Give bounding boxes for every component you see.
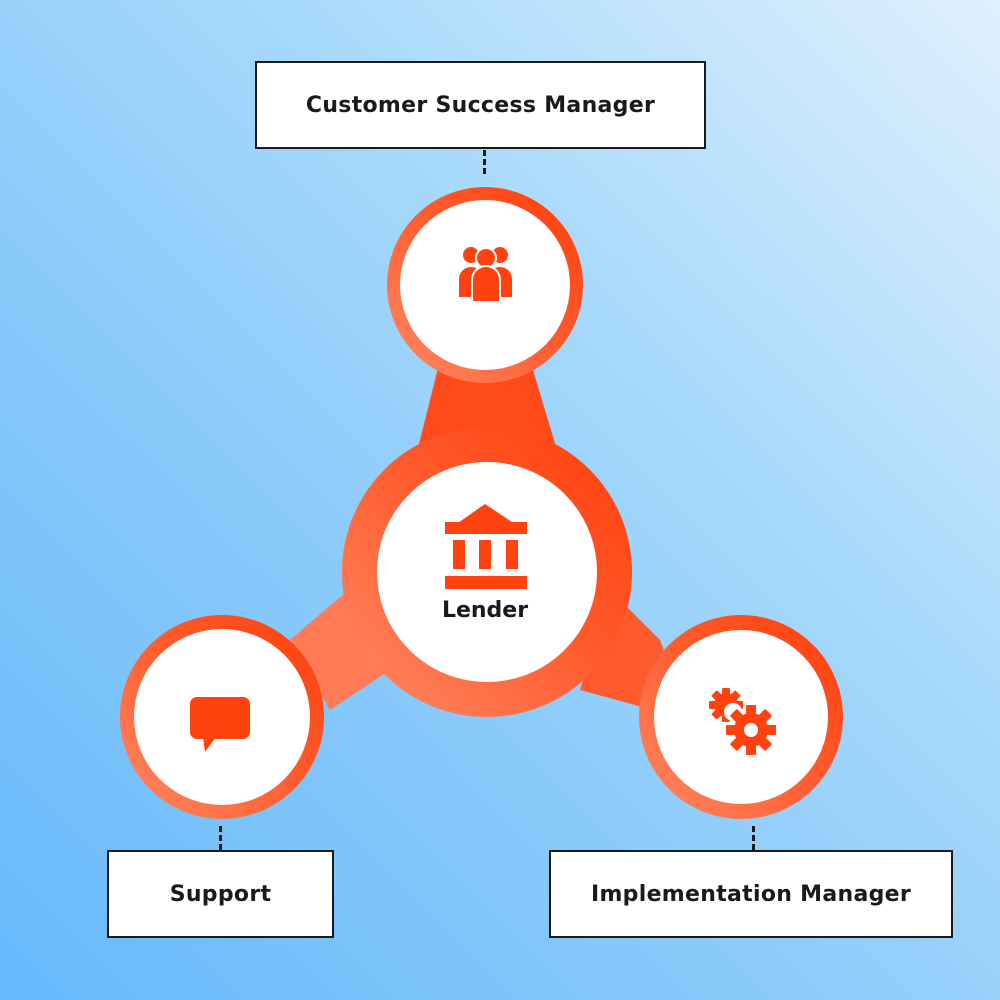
bank-icon [445, 504, 527, 589]
label-implementation-manager[interactable]: Implementation Manager [549, 850, 953, 938]
label-text: Support [169, 881, 272, 907]
gears-icon [709, 688, 776, 755]
dashed-connector-implementation [752, 826, 755, 850]
dashed-connector-support [219, 826, 222, 850]
label-support[interactable]: Support [107, 850, 334, 938]
label-customer-success-manager[interactable]: Customer Success Manager [255, 61, 706, 149]
center-label-lender: Lender [441, 598, 529, 623]
label-text: Customer Success Manager [305, 92, 656, 118]
label-text: Implementation Manager [590, 881, 912, 907]
center-hub [342, 427, 632, 717]
dashed-connector-top [483, 150, 486, 174]
chat-bubble-icon [190, 697, 250, 752]
people-group-icon [459, 247, 512, 303]
